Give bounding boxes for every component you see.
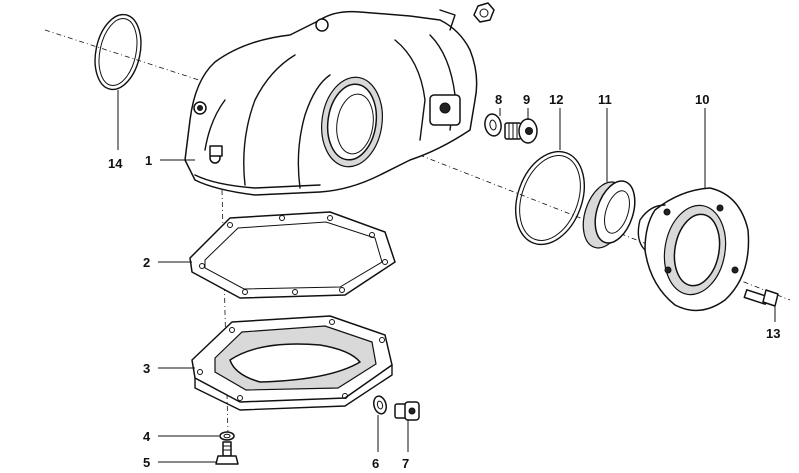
part-4-washer [219,431,235,441]
callout-12: 12 [549,92,563,107]
callout-5: 5 [143,455,150,470]
callout-6: 6 [372,456,379,471]
callout-11: 11 [598,92,612,107]
part-1-housing [184,2,495,196]
part-11-shaft-seal [582,180,636,249]
callout-13: 13 [766,326,780,341]
callout-labels: 14 1 2 3 4 5 6 7 8 9 12 11 10 13 [108,92,780,471]
part-14-o-ring [94,13,142,91]
callout-3: 3 [143,361,150,376]
part-12-o-ring [515,150,585,246]
part-13-bolt [743,289,779,307]
part-3-cover [191,315,393,411]
callout-9: 9 [523,92,530,107]
callout-2: 2 [143,255,150,270]
callout-4: 4 [143,429,151,444]
part-7-plug [394,401,420,421]
part-2-gasket [189,211,396,299]
callout-1: 1 [145,153,152,168]
callout-10: 10 [695,92,709,107]
part-10-flange [637,187,750,312]
leader-lines [117,90,776,463]
part-5-bolt [215,441,239,465]
part-8-washer [484,113,502,137]
part-9-plug [504,118,538,144]
part-6-washer [373,395,387,415]
callout-7: 7 [402,456,409,471]
callout-8: 8 [495,92,502,107]
callout-14: 14 [108,156,123,171]
